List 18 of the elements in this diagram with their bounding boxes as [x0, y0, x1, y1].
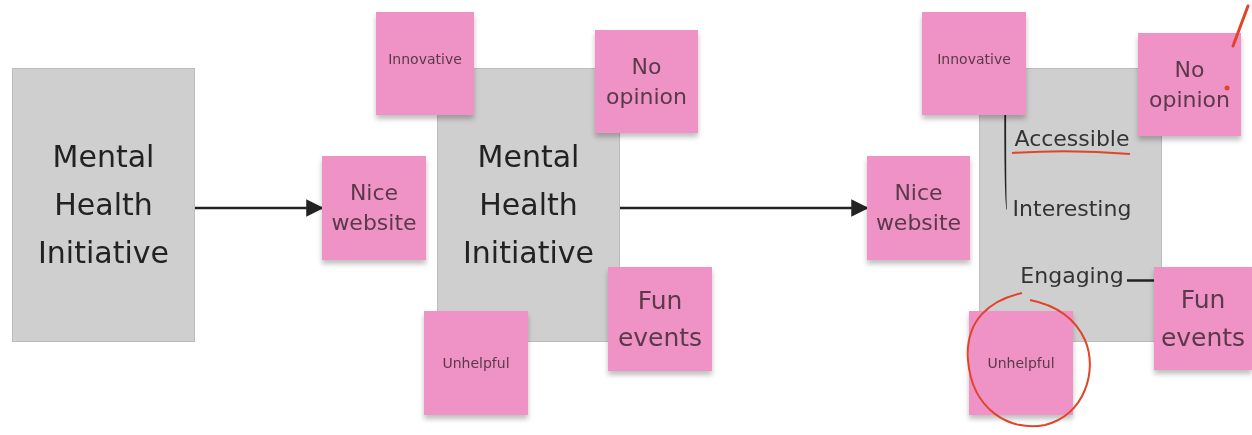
connector-line	[1004, 114, 1008, 210]
sticky-note: No opinion	[595, 30, 698, 133]
sticky-note: No opinion	[1138, 33, 1241, 136]
keyword-text: Interesting	[1007, 191, 1137, 227]
sticky-note: Nice website	[867, 156, 970, 260]
sticky-note: Nice website	[322, 156, 426, 260]
sticky-note: Innovative	[376, 12, 474, 115]
keyword-text: Engaging	[1017, 258, 1127, 294]
arrow	[620, 199, 869, 217]
connector-line	[1127, 279, 1154, 282]
sticky-note: Unhelpful	[969, 311, 1073, 415]
sticky-note: Unhelpful	[424, 311, 528, 415]
sticky-note: Innovative	[922, 12, 1026, 115]
sticky-note: Fun events	[608, 267, 712, 371]
keyword-text: Accessible	[1007, 121, 1137, 157]
sticky-note: Fun events	[1154, 267, 1252, 370]
note-card: Mental Health Initiative	[12, 68, 195, 342]
arrow	[195, 199, 324, 217]
